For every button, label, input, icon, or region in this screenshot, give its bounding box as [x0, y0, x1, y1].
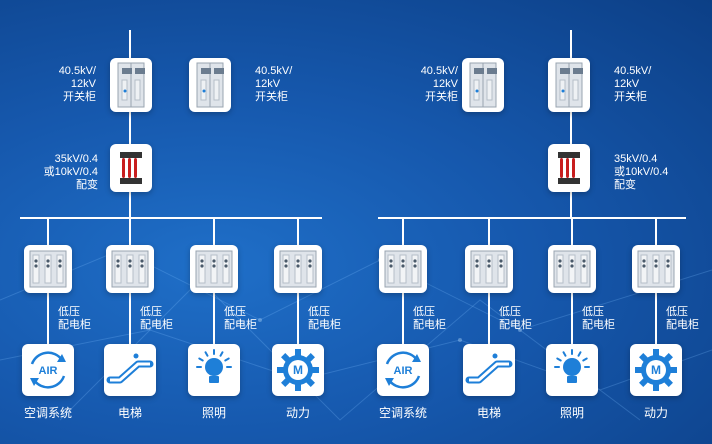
- switchgear-cabinet-icon: [196, 62, 224, 108]
- svg-text:M: M: [651, 363, 661, 377]
- low-voltage-panel-card: [106, 245, 154, 293]
- equipment-label: 低压 配电柜: [308, 306, 341, 331]
- motor-gear-icon: M: [277, 349, 319, 391]
- load-caption: 动力: [285, 406, 310, 420]
- load-card: [188, 344, 240, 396]
- load-card: M: [272, 344, 324, 396]
- escalator-icon: [106, 353, 154, 384]
- low-voltage-panel-icon: [470, 250, 508, 288]
- transformer-card: [110, 144, 152, 192]
- load-card: AIR: [377, 344, 429, 396]
- equipment-label: 低压 配电柜: [582, 306, 615, 331]
- lightbulb-icon: [196, 349, 232, 383]
- low-voltage-panel-card: [24, 245, 72, 293]
- equipment-label: 40.5kV/ 12kV 开关柜: [255, 65, 293, 103]
- switchgear-card: [548, 58, 590, 112]
- feeder-line: [129, 30, 131, 218]
- switchgear-card: [462, 58, 504, 112]
- load-caption: 动力: [643, 406, 668, 420]
- load-card: AIR: [22, 344, 74, 396]
- load-caption: 空调系统: [378, 406, 427, 420]
- equipment-label: 35kV/0.4 或10kV/0.4 配变: [614, 153, 669, 191]
- low-voltage-panel-card: [548, 245, 596, 293]
- low-voltage-panel-card: [274, 245, 322, 293]
- equipment-label: 35kV/0.4 或10kV/0.4 配变: [43, 153, 98, 191]
- switchgear-card: [189, 58, 231, 112]
- equipment-label: 低压 配电柜: [140, 306, 173, 331]
- svg-text:M: M: [293, 363, 303, 377]
- low-voltage-panel-icon: [195, 250, 233, 288]
- low-voltage-panel-icon: [279, 250, 317, 288]
- transformer-card: [548, 144, 590, 192]
- load-card: M: [630, 344, 682, 396]
- air-conditioning-icon: AIR: [385, 351, 421, 389]
- load-card: [104, 344, 156, 396]
- low-voltage-panel-card: [379, 245, 427, 293]
- low-voltage-panel-icon: [111, 250, 149, 288]
- equipment-label: 低压 配电柜: [413, 306, 446, 331]
- equipment-label: 低压 配电柜: [666, 306, 699, 331]
- low-voltage-panel-icon: [384, 250, 422, 288]
- load-card: [463, 344, 515, 396]
- motor-gear-icon: M: [635, 349, 677, 391]
- low-voltage-panel-icon: [29, 250, 67, 288]
- load-caption: 电梯: [117, 406, 142, 420]
- switchgear-cabinet-icon: [469, 62, 497, 108]
- low-voltage-busbar: [20, 217, 322, 219]
- svg-text:AIR: AIR: [394, 365, 413, 377]
- load-caption: 电梯: [476, 406, 501, 420]
- transformer-icon: [558, 152, 580, 184]
- svg-text:AIR: AIR: [39, 365, 58, 377]
- switchgear-cabinet-icon: [555, 62, 583, 108]
- low-voltage-panel-icon: [553, 250, 591, 288]
- load-caption: 空调系统: [23, 406, 72, 420]
- escalator-icon: [465, 353, 513, 384]
- lightbulb-icon: [554, 349, 590, 383]
- equipment-label: 低压 配电柜: [58, 306, 91, 331]
- equipment-label: 低压 配电柜: [224, 306, 257, 331]
- equipment-label: 40.5kV/ 12kV 开关柜: [614, 65, 652, 103]
- switchgear-cabinet-icon: [117, 62, 145, 108]
- feeder-line: [570, 30, 572, 218]
- low-voltage-panel-card: [190, 245, 238, 293]
- switchgear-card: [110, 58, 152, 112]
- equipment-label: 40.5kV/ 12kV 开关柜: [58, 65, 96, 103]
- transformer-icon: [120, 152, 142, 184]
- low-voltage-panel-icon: [637, 250, 675, 288]
- load-card: [546, 344, 598, 396]
- load-caption: 照明: [559, 406, 584, 420]
- low-voltage-busbar: [378, 217, 686, 219]
- air-conditioning-icon: AIR: [30, 351, 66, 389]
- load-caption: 照明: [201, 406, 226, 420]
- equipment-label: 低压 配电柜: [499, 306, 532, 331]
- low-voltage-panel-card: [465, 245, 513, 293]
- low-voltage-panel-card: [632, 245, 680, 293]
- equipment-label: 40.5kV/ 12kV 开关柜: [420, 65, 458, 103]
